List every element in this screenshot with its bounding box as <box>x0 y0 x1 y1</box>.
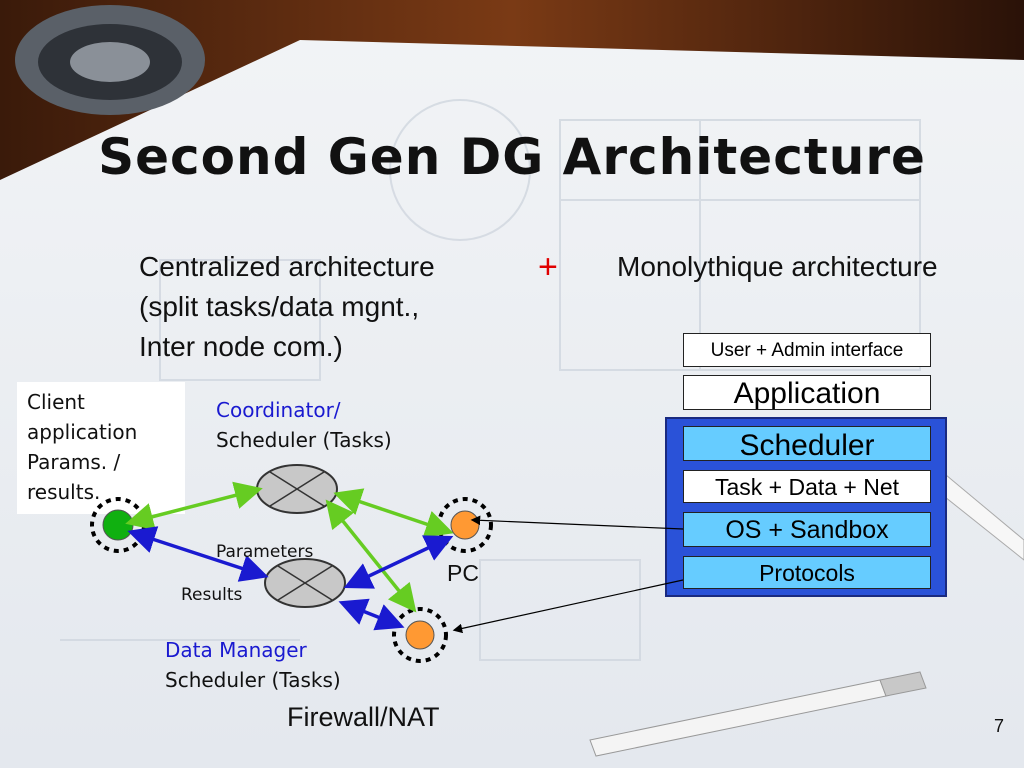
scheduler-box: Scheduler <box>683 426 931 462</box>
os-sandbox-box: OS + Sandbox <box>683 512 931 547</box>
centralized-line-2: (split tasks/data mgnt., <box>139 291 420 322</box>
data-manager-node <box>264 558 346 608</box>
centralized-line-3: Inter node com.) <box>139 331 343 362</box>
coordinator-node <box>256 464 338 514</box>
monolithic-label: Monolythique architecture <box>617 251 938 282</box>
coordinator-label: Coordinator/ <box>216 398 341 422</box>
arrow-coordinator-client <box>125 481 263 531</box>
arrow-datamanager-client <box>127 526 269 582</box>
application-box: Application <box>683 375 931 410</box>
client-line-4: results. <box>27 480 101 504</box>
pc-node <box>437 497 493 553</box>
arrow-coordinator-pc <box>333 488 454 538</box>
page-number: 7 <box>993 716 1004 736</box>
plus-sign: + <box>538 248 558 286</box>
arrow-datamanager-firewall <box>338 598 405 631</box>
data-manager-scheduler-label: Scheduler (Tasks) <box>165 668 341 692</box>
coordinator-scheduler-label: Scheduler (Tasks) <box>216 428 392 452</box>
firewall-node <box>392 607 448 663</box>
connector-os-pc <box>470 515 684 530</box>
slide-title: Second Gen DG Architecture <box>98 128 926 186</box>
parameters-label: Parameters <box>216 542 314 562</box>
client-line-1: Client <box>27 390 85 414</box>
protocols-box: Protocols <box>683 556 931 589</box>
results-label: Results <box>181 585 243 605</box>
firewall-label: Firewall/NAT <box>287 702 440 732</box>
client-node <box>90 497 146 553</box>
task-data-net-box: Task + Data + Net <box>683 470 931 503</box>
client-line-2: application <box>27 420 138 444</box>
data-manager-label: Data Manager <box>165 638 307 662</box>
lamp-icon <box>15 5 205 115</box>
arrow-datamanager-pc <box>343 535 454 589</box>
centralized-line-1: Centralized architecture <box>139 251 435 282</box>
user-admin-interface-box: User + Admin interface <box>683 333 931 367</box>
pc-label: PC <box>447 560 479 586</box>
client-line-3: Params. / <box>27 450 121 474</box>
pen-icon <box>589 671 927 757</box>
connector-protocols-firewall <box>452 579 684 634</box>
